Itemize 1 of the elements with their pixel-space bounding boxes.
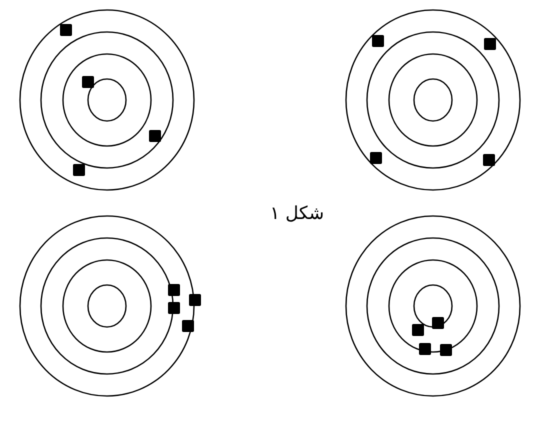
figure-caption: شکل ۱ xyxy=(270,203,324,224)
